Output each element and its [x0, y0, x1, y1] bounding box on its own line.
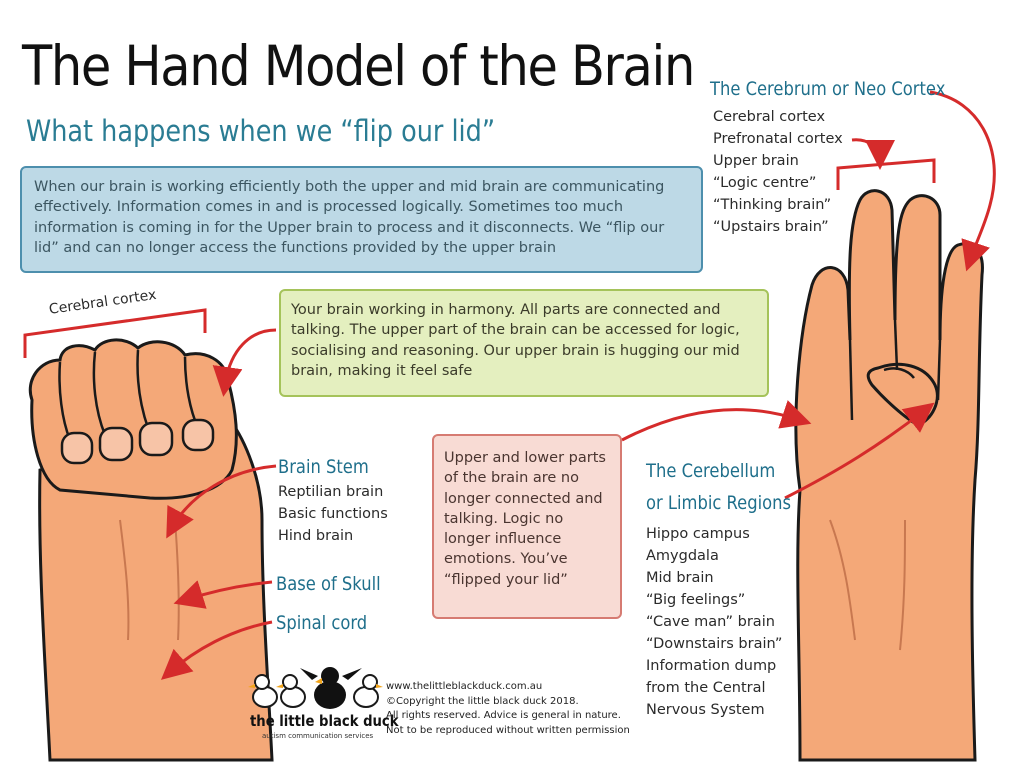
- website-link[interactable]: www.thelittleblackduck.com.au: [386, 681, 543, 692]
- list-item: Hippo campus: [646, 526, 750, 542]
- list-item: Information dump: [646, 658, 777, 674]
- page-title: The Hand Model of the Brain: [22, 34, 695, 98]
- arrow-flipped-to-hand: [621, 400, 812, 442]
- list-item: “Thinking brain”: [713, 197, 832, 213]
- arrow-spinal-cord: [160, 620, 273, 680]
- base-of-skull-label: Base of Skull: [276, 573, 381, 595]
- list-item: Cerebral cortex: [713, 109, 826, 125]
- cerebellum-heading-line1: The Cerebellum: [646, 460, 776, 482]
- list-item: “Upstairs brain”: [713, 219, 829, 235]
- list-item: “Downstairs brain”: [646, 636, 783, 652]
- list-item: Mid brain: [646, 570, 714, 586]
- cerebrum-heading: The Cerebrum or Neo Cortex: [710, 78, 946, 100]
- arrow-prefrontal: [851, 138, 895, 170]
- brand-tagline: autism communication services: [262, 732, 374, 740]
- cerebellum-list: Hippo campus Amygdala Mid brain “Big fee…: [646, 523, 782, 721]
- arrow-harmony-to-fist: [212, 328, 277, 397]
- flipped-lid-text: Upper and lower parts of the brain are n…: [444, 450, 606, 588]
- footer-line: All rights reserved. Advice is general i…: [386, 710, 621, 721]
- list-item: Reptilian brain: [278, 484, 384, 500]
- list-item: “Cave man” brain: [646, 614, 775, 630]
- list-item: Prefronatal cortex: [713, 131, 843, 147]
- footer-line: ©Copyright the little black duck 2018.: [386, 695, 579, 707]
- list-item: Hind brain: [278, 528, 354, 544]
- cerebrum-list: Cerebral cortex Prefronatal cortex Upper…: [713, 106, 843, 238]
- list-item: from the Central: [646, 680, 766, 696]
- arrow-limbic: [784, 402, 935, 500]
- page-subtitle: What happens when we “flip our lid”: [26, 114, 496, 148]
- cerebellum-heading-line2: or Limbic Regions: [646, 492, 792, 514]
- duck-logo: [248, 667, 383, 709]
- brain-stem-heading: Brain Stem: [278, 456, 369, 478]
- open-hand-illustration: [794, 158, 984, 762]
- list-item: Basic functions: [278, 506, 388, 522]
- list-item: “Big feelings”: [646, 592, 746, 608]
- flipped-lid-box: Upper and lower parts of the brain are n…: [432, 434, 622, 619]
- list-item: Amygdala: [646, 548, 719, 564]
- arrow-brainstem: [166, 464, 277, 539]
- fist-illustration: [23, 308, 274, 762]
- brain-stem-list: Reptilian brain Basic functions Hind bra…: [278, 481, 388, 547]
- list-item: Nervous System: [646, 702, 765, 718]
- list-item: Upper brain: [713, 153, 799, 169]
- copyright-footer: www.thelittleblackduck.com.au ©Copyright…: [386, 680, 630, 738]
- harmony-text: Your brain working in harmony. All parts…: [291, 302, 740, 379]
- spinal-cord-label: Spinal cord: [276, 612, 368, 634]
- arrow-base-of-skull: [173, 580, 273, 609]
- annotation-arrows: [160, 90, 996, 680]
- harmony-box: Your brain working in harmony. All parts…: [279, 289, 769, 397]
- list-item: “Logic centre”: [713, 175, 817, 191]
- intro-text: When our brain is working efficiently bo…: [34, 179, 665, 256]
- brand-name: the little black duck: [250, 712, 399, 730]
- arrow-neocortex: [929, 90, 996, 272]
- intro-box: When our brain is working efficiently bo…: [20, 166, 703, 273]
- footer-line: Not to be reproduced without written per…: [386, 724, 630, 736]
